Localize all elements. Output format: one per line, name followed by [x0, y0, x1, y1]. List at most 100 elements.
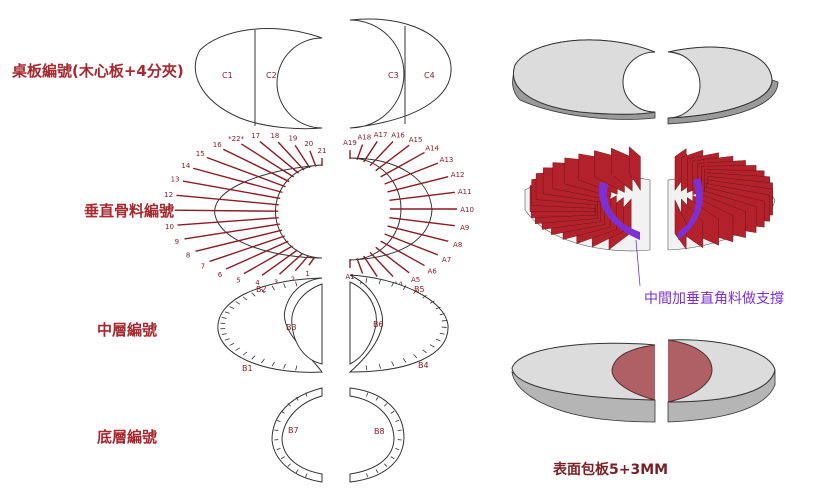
rib-label-right: A8 [453, 241, 462, 249]
rib-left-1 [308, 256, 315, 266]
tick-mark [295, 396, 299, 401]
rib-label-right: A14 [425, 144, 439, 152]
part-c1: C1 [222, 71, 233, 80]
tick-mark [375, 396, 379, 401]
tabletop-left-half [194, 28, 323, 130]
tick-mark [422, 294, 427, 299]
tick-mark [391, 361, 395, 367]
tick-mark [422, 349, 427, 354]
tick-mark [295, 469, 299, 474]
rib-right-3 [363, 255, 378, 277]
rib-label-right: A17 [374, 131, 388, 139]
label-support-note: 中間加垂直角料做支撐 [644, 290, 784, 307]
rib-label-left: 15 [196, 150, 205, 158]
support-rib-right [678, 178, 704, 240]
middle-ticks-left [220, 281, 298, 371]
rib-label-right: A9 [460, 224, 469, 232]
part-b3: B3 [286, 323, 297, 332]
tick-mark [242, 296, 248, 301]
rib-left-19 [277, 141, 305, 171]
rib-label-right: A16 [391, 132, 405, 140]
tick-mark [305, 473, 308, 478]
rib-label-left: 5 [236, 277, 240, 285]
rib-post [632, 156, 634, 180]
part-c3: C3 [388, 71, 399, 80]
tick-mark [366, 392, 369, 397]
tick-mark [435, 306, 441, 310]
tick-mark [435, 338, 441, 342]
tick-mark [271, 361, 275, 367]
bottom-layer-left [271, 387, 323, 483]
tick-mark [378, 279, 382, 285]
rib-right-13 [384, 162, 439, 185]
tick-mark [413, 289, 418, 294]
rib-label-left: 21 [318, 147, 327, 155]
part-c2: C2 [266, 71, 277, 80]
rib-right-6 [380, 240, 425, 267]
rib-label-left: 16 [213, 141, 222, 149]
tick-mark [287, 463, 291, 467]
rib-left-3 [278, 252, 304, 275]
rib-right-15 [375, 144, 410, 172]
rib-right-18 [356, 144, 364, 161]
tick-mark [283, 363, 286, 369]
rib-right-2 [356, 257, 364, 274]
rib-label-right: A6 [428, 268, 438, 276]
rib-label-right: A18 [357, 134, 371, 142]
rib-left-5 [243, 245, 293, 275]
tick-mark [439, 313, 445, 316]
rib-post [612, 158, 614, 182]
bottom-ticks-right [366, 392, 402, 478]
tick-mark [390, 456, 395, 460]
tick-mark [413, 354, 418, 359]
rib-left-13 [182, 180, 281, 200]
tick-mark [378, 363, 382, 369]
tick-mark [242, 351, 248, 356]
tick-mark [251, 355, 256, 360]
rib-label-left: 10 [165, 223, 174, 231]
rib-right-16 [369, 141, 394, 167]
rib-left-15 [206, 156, 286, 188]
rib-left-2 [294, 255, 309, 272]
tick-mark [391, 281, 395, 287]
tick-mark [276, 448, 281, 451]
rib-label-right: A7 [442, 256, 451, 264]
tick-mark [429, 300, 435, 304]
rib-label-right: A1 [345, 273, 354, 281]
tick-mark [261, 358, 265, 364]
rib-label-left: 13 [171, 176, 180, 184]
rib-label-left: 9 [175, 238, 179, 246]
tick-mark [383, 403, 388, 407]
tick-mark [365, 277, 368, 283]
vertical-ribs-right [349, 141, 458, 277]
rib-left-14 [192, 167, 283, 194]
rib-label-left: 11 [162, 207, 171, 215]
tick-mark [439, 332, 445, 335]
tick-mark [395, 448, 400, 451]
rib-fin [674, 199, 687, 251]
rib-left-20 [294, 144, 311, 169]
rib-label-left: 19 [288, 135, 297, 143]
support-rib-left [598, 182, 640, 240]
part-b8: B8 [374, 427, 385, 436]
rib-right-17 [363, 141, 378, 163]
tick-mark [429, 344, 435, 348]
support-leader-line [635, 239, 641, 287]
tick-mark [305, 392, 308, 397]
tick-mark [229, 306, 235, 310]
middle-ticks-right [365, 277, 447, 371]
tick-mark [390, 410, 395, 414]
rib-label-right: A11 [458, 188, 472, 196]
rib-right-14 [380, 151, 425, 178]
rib-left-11 [174, 209, 279, 212]
rib-label-left: 18 [270, 132, 279, 140]
rib-label-right: A19 [343, 139, 357, 147]
rib-label-left: 3 [274, 278, 278, 286]
label-vertical-ribs: 垂直骨料編號 [84, 202, 174, 220]
rib-label-right: A15 [409, 136, 423, 144]
tick-mark [221, 333, 227, 335]
label-middle-layer: 中層編號 [97, 321, 157, 339]
rib-right-4 [369, 251, 394, 277]
